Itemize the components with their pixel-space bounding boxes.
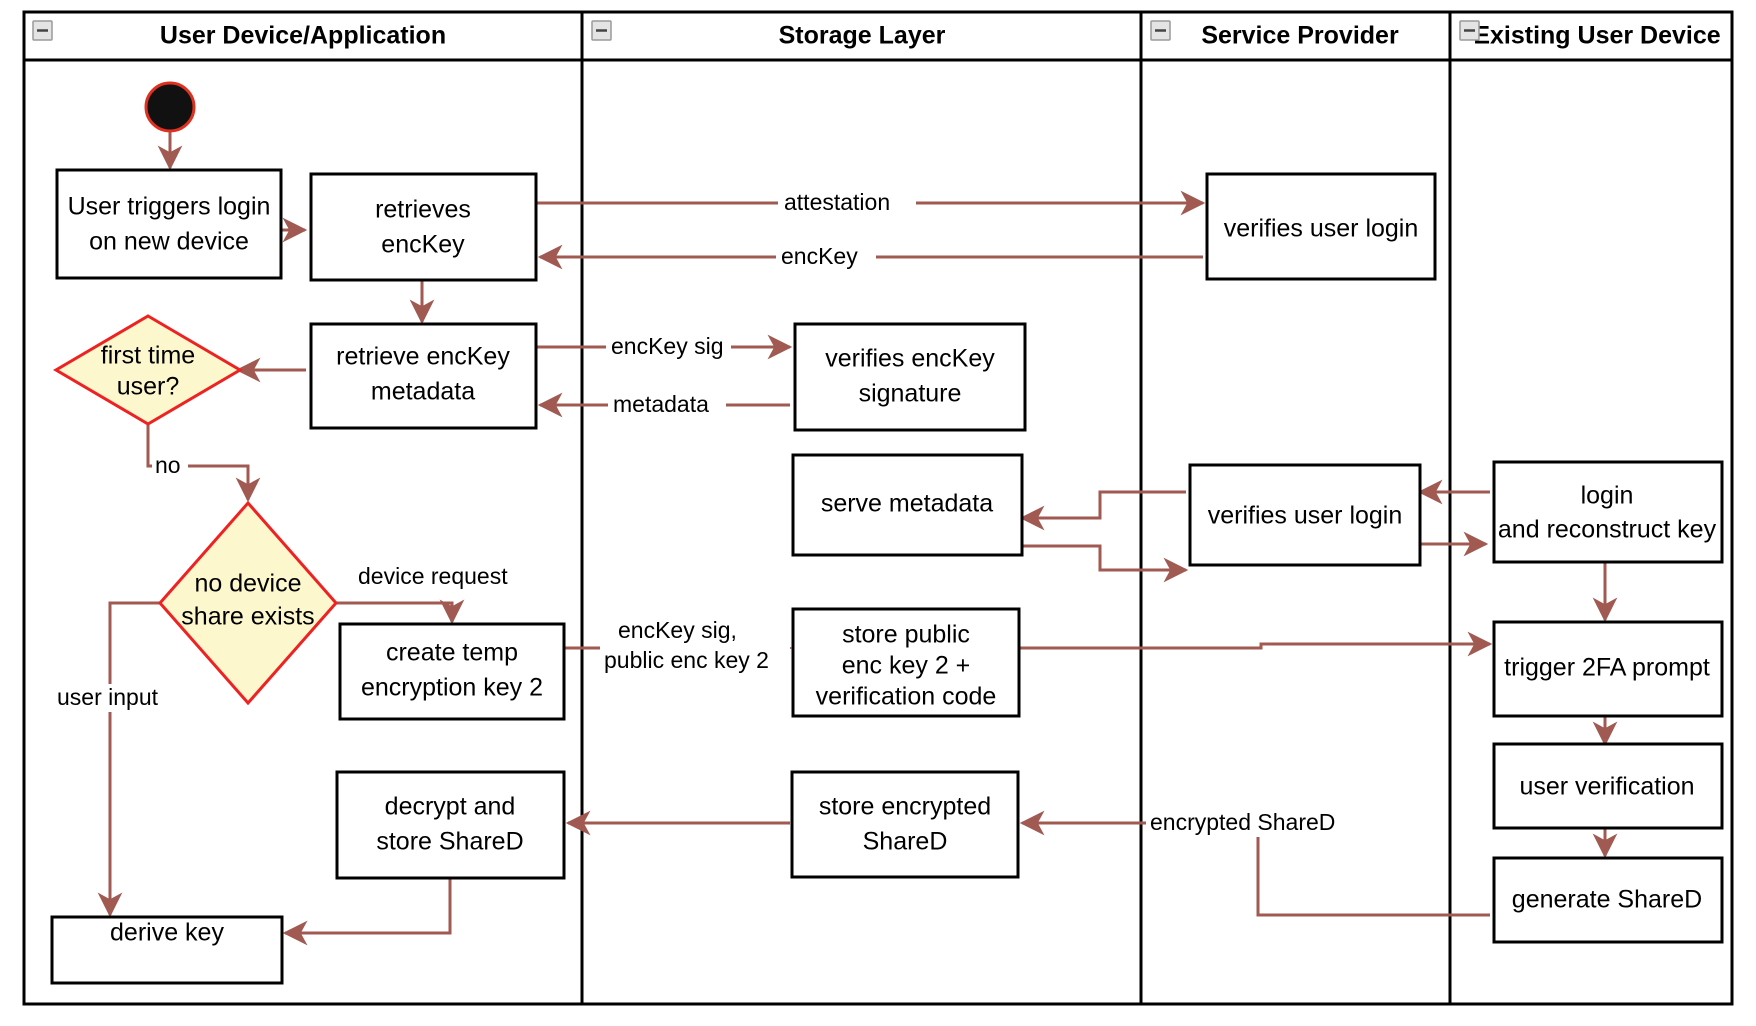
node-label: user verification	[1519, 773, 1694, 801]
edge-label-metadata: metadata	[608, 391, 726, 419]
node-label: verifies encKey	[825, 345, 995, 373]
edge-label-text: encrypted ShareD	[1150, 809, 1335, 835]
collapse-icon-service-provider[interactable]	[1150, 20, 1171, 41]
collapse-icon-user-device[interactable]	[32, 20, 53, 41]
node-label: ShareD	[863, 828, 948, 856]
edge-label-text: metadata	[613, 391, 709, 417]
node-label: first time	[101, 342, 195, 370]
flow-serve-metadata-to-verify	[1022, 544, 1189, 583]
node-label: store encrypted	[819, 793, 991, 821]
node-retrieves-enckey[interactable]: retrieves encKey	[309, 172, 538, 282]
edge-label-user-input: user input	[54, 684, 184, 712]
edge-label-text: encKey	[781, 243, 858, 269]
node-label: retrieves	[375, 196, 471, 224]
node-label: derive key	[110, 919, 224, 947]
lane-title-storage: Storage Layer	[779, 22, 946, 50]
node-label: share exists	[181, 603, 314, 631]
node-label: decrypt and	[385, 793, 516, 821]
edge-label-text: encKey sig,	[618, 617, 737, 643]
node-label: verifies user login	[1208, 502, 1403, 530]
lane-header-service-provider: Service Provider	[1201, 22, 1399, 50]
node-label: metadata	[371, 378, 475, 406]
flow-user-input	[97, 601, 162, 918]
node-label: store ShareD	[376, 828, 523, 856]
node-verifies-user-login-1[interactable]: verifies user login	[1205, 172, 1437, 281]
initial-node	[144, 81, 196, 133]
node-label: on new device	[89, 228, 249, 256]
node-retrieve-enckey-metadata[interactable]: retrieve encKey metadata	[309, 322, 538, 430]
edge-label-enckey-sig: encKey sig	[606, 333, 731, 361]
lane-header-storage: Storage Layer	[779, 22, 946, 50]
flow-store-to-2fa	[1018, 631, 1493, 657]
edge-label-text: attestation	[784, 189, 890, 215]
edge-label-encrypted-shared: encrypted ShareD	[1146, 809, 1340, 837]
flow-device-request	[334, 599, 465, 625]
node-label: generate ShareD	[1512, 886, 1702, 914]
node-store-encrypted-shared[interactable]: store encrypted ShareD	[790, 770, 1020, 879]
node-label: verifies user login	[1224, 215, 1419, 243]
node-store-public-enc-key-2[interactable]: store public enc key 2 + verification co…	[791, 607, 1021, 718]
node-label: User triggers login	[68, 193, 271, 221]
node-label: create temp	[386, 639, 518, 667]
node-derive-key[interactable]: derive key	[50, 915, 284, 985]
lane-header-user-device: User Device/Application	[160, 22, 446, 50]
edge-label-text: user input	[57, 684, 159, 710]
node-user-triggers-login[interactable]: User triggers login on new device	[55, 168, 283, 280]
edge-label-text: public enc key 2	[604, 647, 769, 673]
node-label: verification code	[816, 683, 997, 711]
flow-verify-to-serve-metadata	[1019, 490, 1186, 531]
node-no-device-share-exists[interactable]: no device share exists	[158, 500, 338, 706]
edge-label-text: no	[155, 452, 181, 478]
edge-label-text: encKey sig	[611, 333, 724, 359]
flow-decrypt-to-derive	[282, 878, 452, 946]
node-verifies-user-login-2[interactable]: verifies user login	[1188, 463, 1422, 567]
node-label: login	[1581, 482, 1634, 510]
flow-encrypted-shared	[1019, 810, 1490, 917]
flow-no-branch	[146, 424, 261, 503]
edge-label-device-request: device request	[354, 563, 530, 591]
node-label: signature	[859, 380, 962, 408]
node-label: no device	[194, 570, 301, 598]
edge-label-attestation: attestation	[778, 189, 916, 217]
edge-label-enckey-sig-public-enc-key-2: encKey sig, public enc key 2	[600, 615, 790, 675]
node-verifies-enckey-signature[interactable]: verifies encKey signature	[793, 322, 1027, 432]
node-user-verification[interactable]: user verification	[1492, 742, 1724, 830]
lane-title-service-provider: Service Provider	[1201, 22, 1399, 50]
collapse-icon-existing-device[interactable]	[1459, 20, 1480, 41]
edge-label-enckey: encKey	[776, 243, 876, 271]
node-label: enc key 2 +	[842, 652, 971, 680]
node-label: encKey	[381, 231, 465, 259]
collapse-icon-storage[interactable]	[591, 20, 612, 41]
lane-title-existing-device: Existing User Device	[1473, 22, 1720, 50]
node-login-and-reconstruct-key[interactable]: login and reconstruct key	[1492, 460, 1724, 564]
node-trigger-2fa-prompt[interactable]: trigger 2FA prompt	[1492, 620, 1724, 718]
node-label: store public	[842, 621, 970, 649]
node-decrypt-and-store-shared[interactable]: decrypt and store ShareD	[335, 770, 566, 880]
node-label: trigger 2FA prompt	[1504, 654, 1710, 682]
node-first-time-user[interactable]: first time user?	[53, 314, 243, 426]
node-serve-metadata[interactable]: serve metadata	[791, 453, 1024, 557]
node-label: serve metadata	[821, 490, 993, 518]
node-create-temp-encryption-key-2[interactable]: create temp encryption key 2	[338, 622, 566, 721]
node-generate-shared[interactable]: generate ShareD	[1492, 856, 1724, 944]
node-label: user?	[117, 373, 180, 401]
swimlane-frame	[22, 10, 1734, 1006]
lane-header-existing-device: Existing User Device	[1473, 22, 1720, 50]
node-label: retrieve encKey	[336, 343, 510, 371]
node-label: encryption key 2	[361, 674, 543, 702]
edge-label-no: no	[152, 452, 188, 480]
lane-title-user-device: User Device/Application	[160, 22, 446, 50]
node-label: and reconstruct key	[1498, 516, 1717, 544]
edge-label-text: device request	[358, 563, 508, 589]
